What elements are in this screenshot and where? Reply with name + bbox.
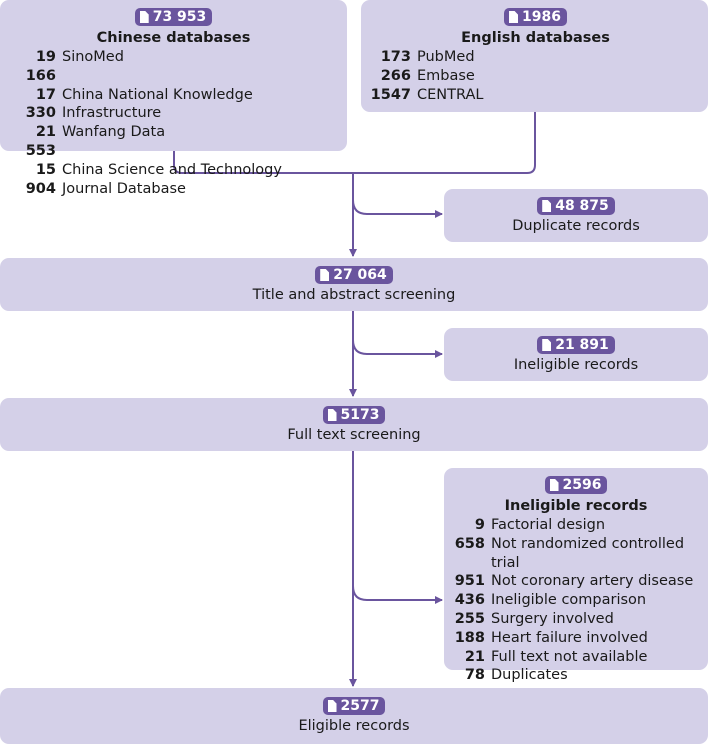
document-icon bbox=[320, 269, 330, 281]
arrow-to-ineligible-1 bbox=[352, 339, 443, 358]
list-item: 9 Factorial design bbox=[474, 517, 606, 533]
list-item: 19 166 SinoMed bbox=[25, 49, 124, 84]
list-item: 255 Surgery involved bbox=[454, 610, 614, 627]
title-abstract-screening-box: 27 064 Title and abstract screening bbox=[0, 258, 708, 311]
document-icon bbox=[327, 700, 337, 712]
count-badge: 21 891 bbox=[537, 336, 615, 354]
box-title: English databases bbox=[461, 30, 610, 46]
count-badge: 2577 bbox=[322, 697, 386, 715]
box-label: Full text screening bbox=[287, 427, 421, 443]
count-badge: 27 064 bbox=[315, 266, 393, 284]
count-badge: 5173 bbox=[322, 406, 386, 424]
list-item: 266 Embase bbox=[380, 67, 475, 84]
source-list: 19 166 SinoMed 17 330 China National Kno… bbox=[4, 48, 343, 198]
english-databases-box: 1986 English databases 173 PubMed 266 Em… bbox=[361, 0, 708, 112]
list-item: 78 Duplicates bbox=[464, 667, 568, 684]
document-icon bbox=[509, 11, 519, 23]
document-icon bbox=[549, 479, 559, 491]
list-item: 951 Not coronary artery disease bbox=[454, 573, 694, 590]
box-label: Duplicate records bbox=[512, 218, 640, 234]
count-badge: 48 875 bbox=[537, 197, 615, 215]
list-item: 21 Full text not available bbox=[464, 648, 648, 665]
eligible-records-box: 2577 Eligible records bbox=[0, 688, 708, 744]
list-item: 436 Ineligible comparison bbox=[454, 592, 647, 609]
ineligible-reasons-box: 2596 Ineligible records 9 Factorial desi… bbox=[444, 468, 708, 683]
source-list: 173 PubMed 266 Embase 1547 CENTRAL bbox=[367, 48, 704, 104]
duplicate-records-box: 48 875 Duplicate records bbox=[444, 189, 708, 242]
list-item: 188 Heart failure involved bbox=[454, 629, 648, 646]
count-badge: 73 953 bbox=[134, 8, 213, 26]
list-item: 173 PubMed bbox=[380, 49, 475, 65]
document-icon bbox=[139, 11, 149, 23]
list-item: 17 330 China National Knowledge Infrastr… bbox=[25, 86, 253, 122]
ineligible-records-box: 21 891 Ineligible records bbox=[444, 328, 708, 381]
arrow-to-duplicates bbox=[352, 199, 443, 218]
box-label: Ineligible records bbox=[513, 357, 639, 373]
list-item: 21 553 Wanfang Data bbox=[25, 124, 166, 159]
arrow-to-ineligible-2 bbox=[352, 585, 443, 604]
box-title: Ineligible records bbox=[504, 498, 648, 514]
reason-list: 9 Factorial design 658 Not randomized co… bbox=[448, 516, 704, 685]
document-icon bbox=[542, 339, 552, 351]
document-icon bbox=[327, 409, 337, 421]
count-badge: 2596 bbox=[544, 476, 608, 494]
chinese-databases-box: 73 953 Chinese databases 19 166 SinoMed … bbox=[0, 0, 347, 197]
merge-line bbox=[173, 112, 536, 174]
list-item: 658 Not randomized controlled trial bbox=[454, 535, 685, 571]
list-item: 1547 CENTRAL bbox=[370, 86, 484, 103]
box-label: Title and abstract screening bbox=[252, 287, 456, 303]
box-label: Eligible records bbox=[298, 718, 410, 734]
box-title: Chinese databases bbox=[96, 30, 251, 46]
count-badge: 1986 bbox=[504, 8, 567, 26]
document-icon bbox=[542, 200, 552, 212]
full-text-screening-box: 5173 Full text screening bbox=[0, 398, 708, 451]
list-item: 15 904 China Science and Technology Jour… bbox=[25, 161, 282, 197]
